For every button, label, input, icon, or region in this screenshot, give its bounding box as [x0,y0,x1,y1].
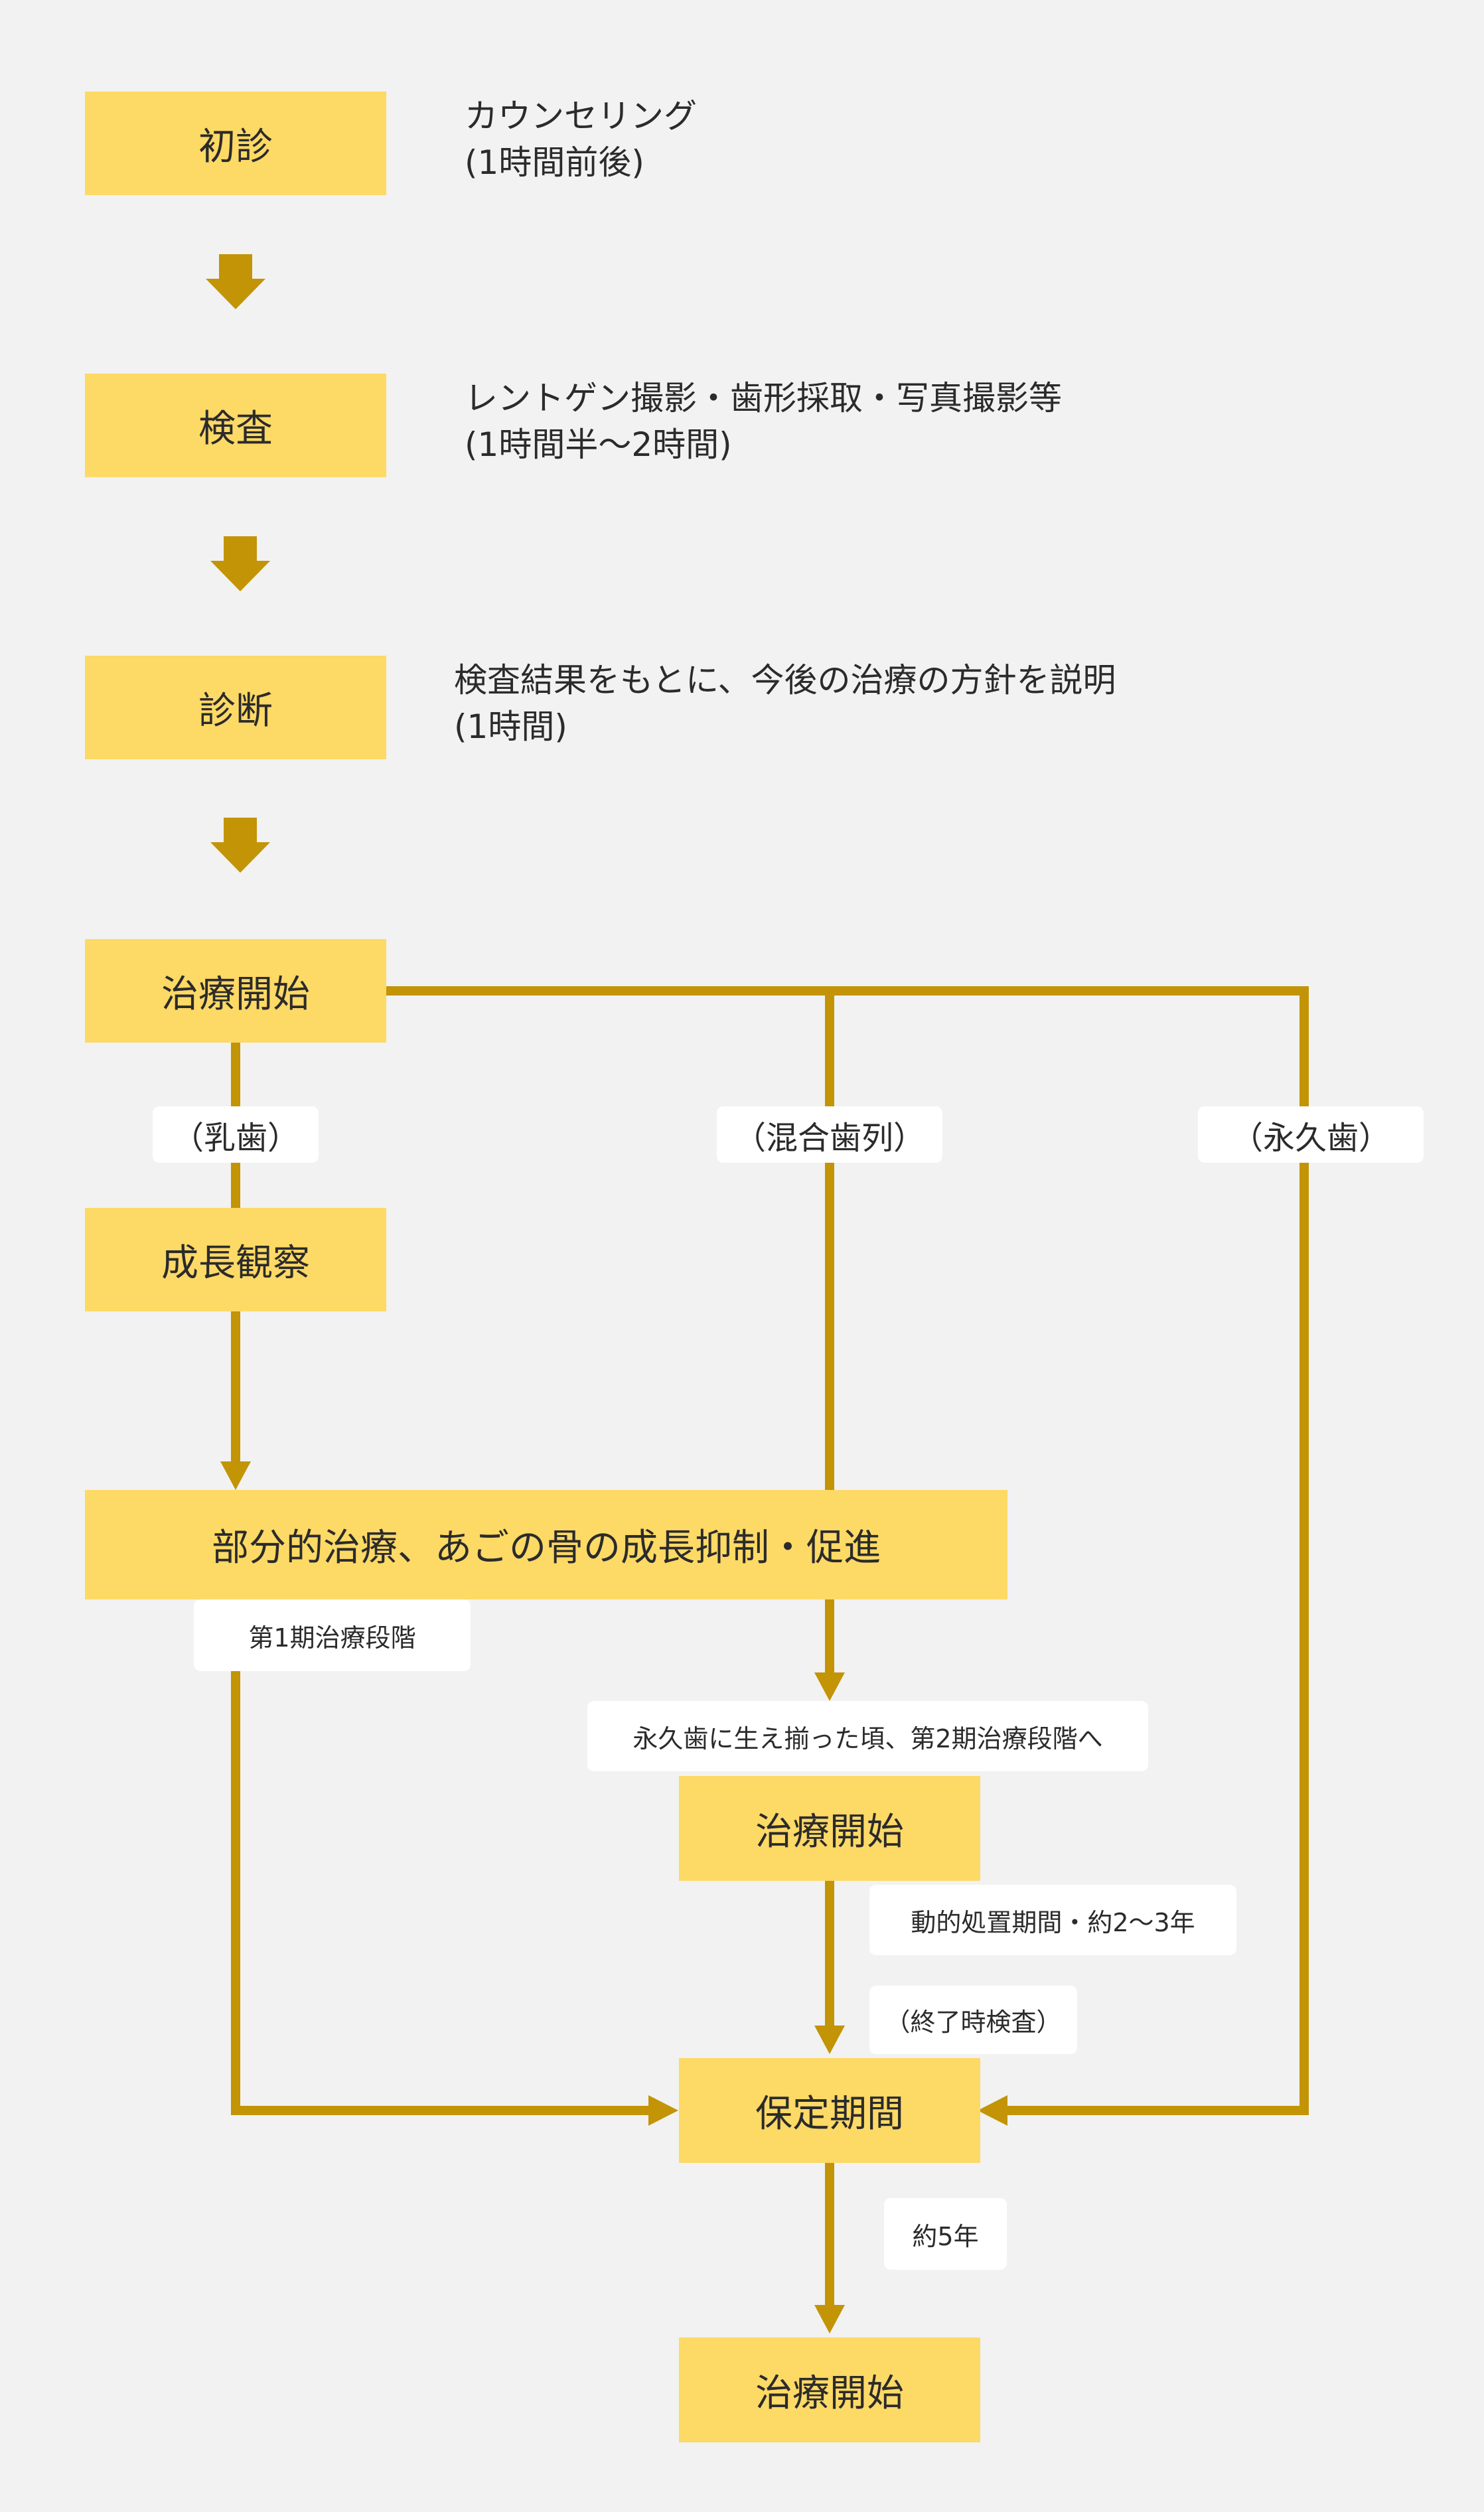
step-treatment-start-phase2-label: 治療開始 [755,1810,904,1854]
arrowhead-to-phase2-note [814,1672,845,1701]
branch-label-permanent-teeth: （永久歯） [1198,1106,1424,1163]
initial-consultation-note-line1: カウンセリング [465,97,697,135]
diagnosis-note-line1: 検査結果をもとに、今後の治療の方針を説明 [454,661,1116,700]
step-examination-label: 検査 [198,407,273,451]
phase1-label: 第1期治療段階 [194,1599,471,1671]
step-growth-observation-label: 成長観察 [161,1241,310,1285]
step-diagnosis: 診断 [85,656,386,759]
retention-duration-label-text: 約5年 [912,2221,979,2251]
initial-consultation-note: カウンセリング (1時間前後) [465,93,697,186]
step-treatment-start-phase2: 治療開始 [679,1776,980,1881]
step-initial-consultation-label: 初診 [198,125,273,169]
step-partial-treatment-label: 部分的治療、あごの骨の成長抑制・促進 [212,1526,881,1570]
step-treatment-start: 治療開始 [85,939,386,1043]
active-treatment-period-label: 動的処置期間・約2〜3年 [869,1885,1236,1955]
step-examination: 検査 [85,374,386,477]
final-exam-label-text: （終了時検査） [885,2008,1062,2037]
step-treatment-start-final: 治療開始 [679,2337,980,2442]
down-arrow-1 [206,254,265,309]
step-treatment-start-final-label: 治療開始 [755,2371,904,2415]
branch-label-permanent-teeth-text: （永久歯） [1230,1119,1390,1157]
step-retention-period: 保定期間 [679,2058,980,2163]
branch-label-mixed-dentition: （混合歯列） [717,1106,942,1163]
down-arrow-2 [210,536,270,591]
diagnosis-note: 検査結果をもとに、今後の治療の方針を説明 (1時間) [454,657,1116,750]
step-retention-period-label: 保定期間 [755,2092,904,2136]
branch-label-mixed-dentition-text: （混合歯列） [733,1119,925,1157]
examination-note: レントゲン撮影・歯形採取・写真撮影等 (1時間半〜2時間) [465,375,1062,468]
arrowhead-phase1-to-retention [648,2095,678,2126]
diagnosis-note-line2: (1時間) [454,707,567,746]
step-initial-consultation: 初診 [85,92,386,195]
arrowhead-to-partial [220,1461,251,1490]
initial-consultation-note-line2: (1時間前後) [465,143,644,182]
arrowhead-to-retention-top [814,2026,845,2054]
retention-duration-label: 約5年 [884,2198,1007,2270]
arrowhead-permanent-to-retention [978,2095,1007,2126]
step-growth-observation: 成長観察 [85,1208,386,1311]
branch-label-primary-teeth: （乳歯） [153,1106,319,1163]
step-diagnosis-label: 診断 [198,689,273,733]
branch-label-primary-teeth-text: （乳歯） [171,1119,299,1157]
final-exam-label: （終了時検査） [869,1986,1077,2054]
active-treatment-period-label-text: 動的処置期間・約2〜3年 [911,1907,1195,1937]
step-partial-treatment: 部分的治療、あごの骨の成長抑制・促進 [85,1490,1007,1599]
step-treatment-start-label: 治療開始 [161,972,310,1016]
down-arrow-3 [210,818,270,873]
arrowhead-to-final-start [814,2305,845,2333]
examination-note-line1: レントゲン撮影・歯形採取・写真撮影等 [465,379,1062,417]
phase1-label-text: 第1期治療段階 [248,1623,416,1653]
examination-note-line2: (1時間半〜2時間) [465,425,732,464]
phase2-transition-label: 永久歯に生え揃った頃、第2期治療段階へ [587,1701,1148,1771]
phase2-transition-label-text: 永久歯に生え揃った頃、第2期治療段階へ [632,1724,1103,1753]
